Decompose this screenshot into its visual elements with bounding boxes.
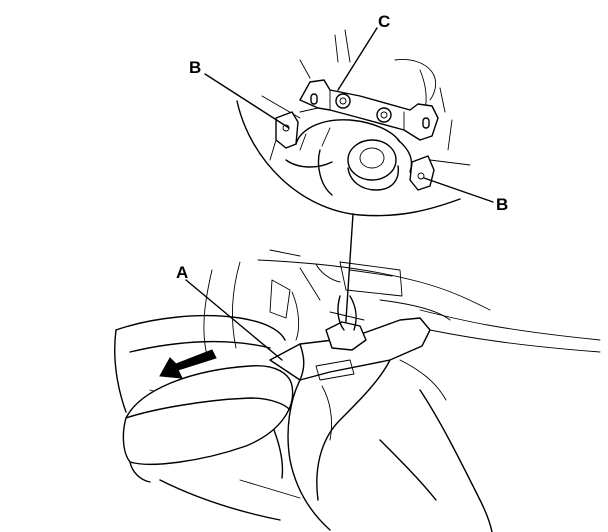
callout-b-left: B bbox=[189, 58, 290, 129]
detail-inset bbox=[236, 29, 471, 217]
callout-b-left-label: B bbox=[189, 58, 201, 77]
direction-arrow bbox=[159, 349, 217, 379]
callout-a-leader bbox=[185, 279, 283, 361]
callout-b-left-leader bbox=[204, 73, 290, 129]
callout-a: A bbox=[176, 263, 283, 361]
callout-b-right-leader bbox=[423, 177, 494, 203]
bracket-b-right bbox=[409, 155, 435, 191]
callout-c: C bbox=[337, 12, 390, 91]
bracket-c bbox=[299, 79, 439, 141]
callout-a-label: A bbox=[176, 263, 188, 282]
callout-b-right-label: B bbox=[496, 195, 508, 214]
callout-c-leader bbox=[337, 27, 378, 91]
callout-c-label: C bbox=[378, 12, 390, 31]
console-view bbox=[114, 249, 601, 532]
callout-b-right: B bbox=[423, 177, 508, 214]
